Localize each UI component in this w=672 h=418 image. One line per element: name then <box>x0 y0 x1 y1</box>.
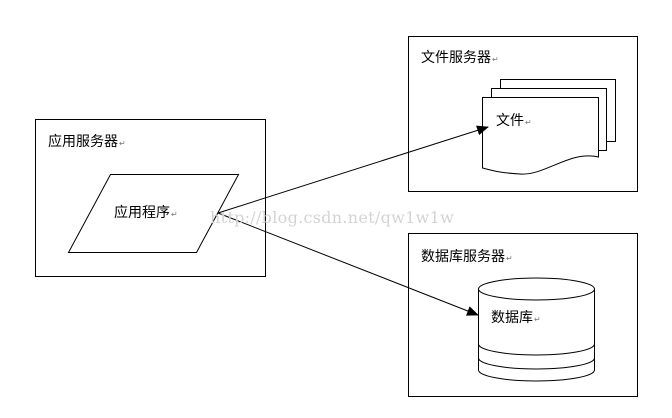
database-title: 数据库 <box>491 310 533 326</box>
paragraph-mark: ↵ <box>525 118 532 127</box>
arrow-to-database <box>217 212 479 316</box>
file-server-title: 文件服务器 <box>421 50 491 66</box>
paragraph-mark: ↵ <box>119 139 126 148</box>
database-cylinder <box>478 277 595 382</box>
paragraph-mark: ↵ <box>534 315 541 324</box>
file-server-label: 文件服务器↵ <box>421 47 499 67</box>
db-server-title: 数据库服务器 <box>421 249 505 265</box>
db-server-box <box>408 233 638 397</box>
watermark: http://blog.csdn.net/qw1w1w <box>210 208 455 227</box>
paragraph-mark: ↵ <box>171 210 178 219</box>
app-server-label: 应用服务器↵ <box>48 131 126 151</box>
document-label: 文件↵ <box>496 110 532 130</box>
application-parallelogram <box>67 174 240 253</box>
application-title: 应用程序 <box>114 205 170 221</box>
document-title: 文件 <box>496 113 524 129</box>
file-server-box <box>408 36 638 192</box>
application-label: 应用程序↵ <box>114 202 178 222</box>
app-server-title: 应用服务器 <box>48 134 118 150</box>
database-label: 数据库↵ <box>491 307 541 327</box>
paragraph-mark: ↵ <box>506 254 513 263</box>
db-server-label: 数据库服务器↵ <box>421 246 513 266</box>
paragraph-mark: ↵ <box>492 55 499 64</box>
arrow-to-file <box>217 125 489 214</box>
document-front <box>482 97 599 175</box>
